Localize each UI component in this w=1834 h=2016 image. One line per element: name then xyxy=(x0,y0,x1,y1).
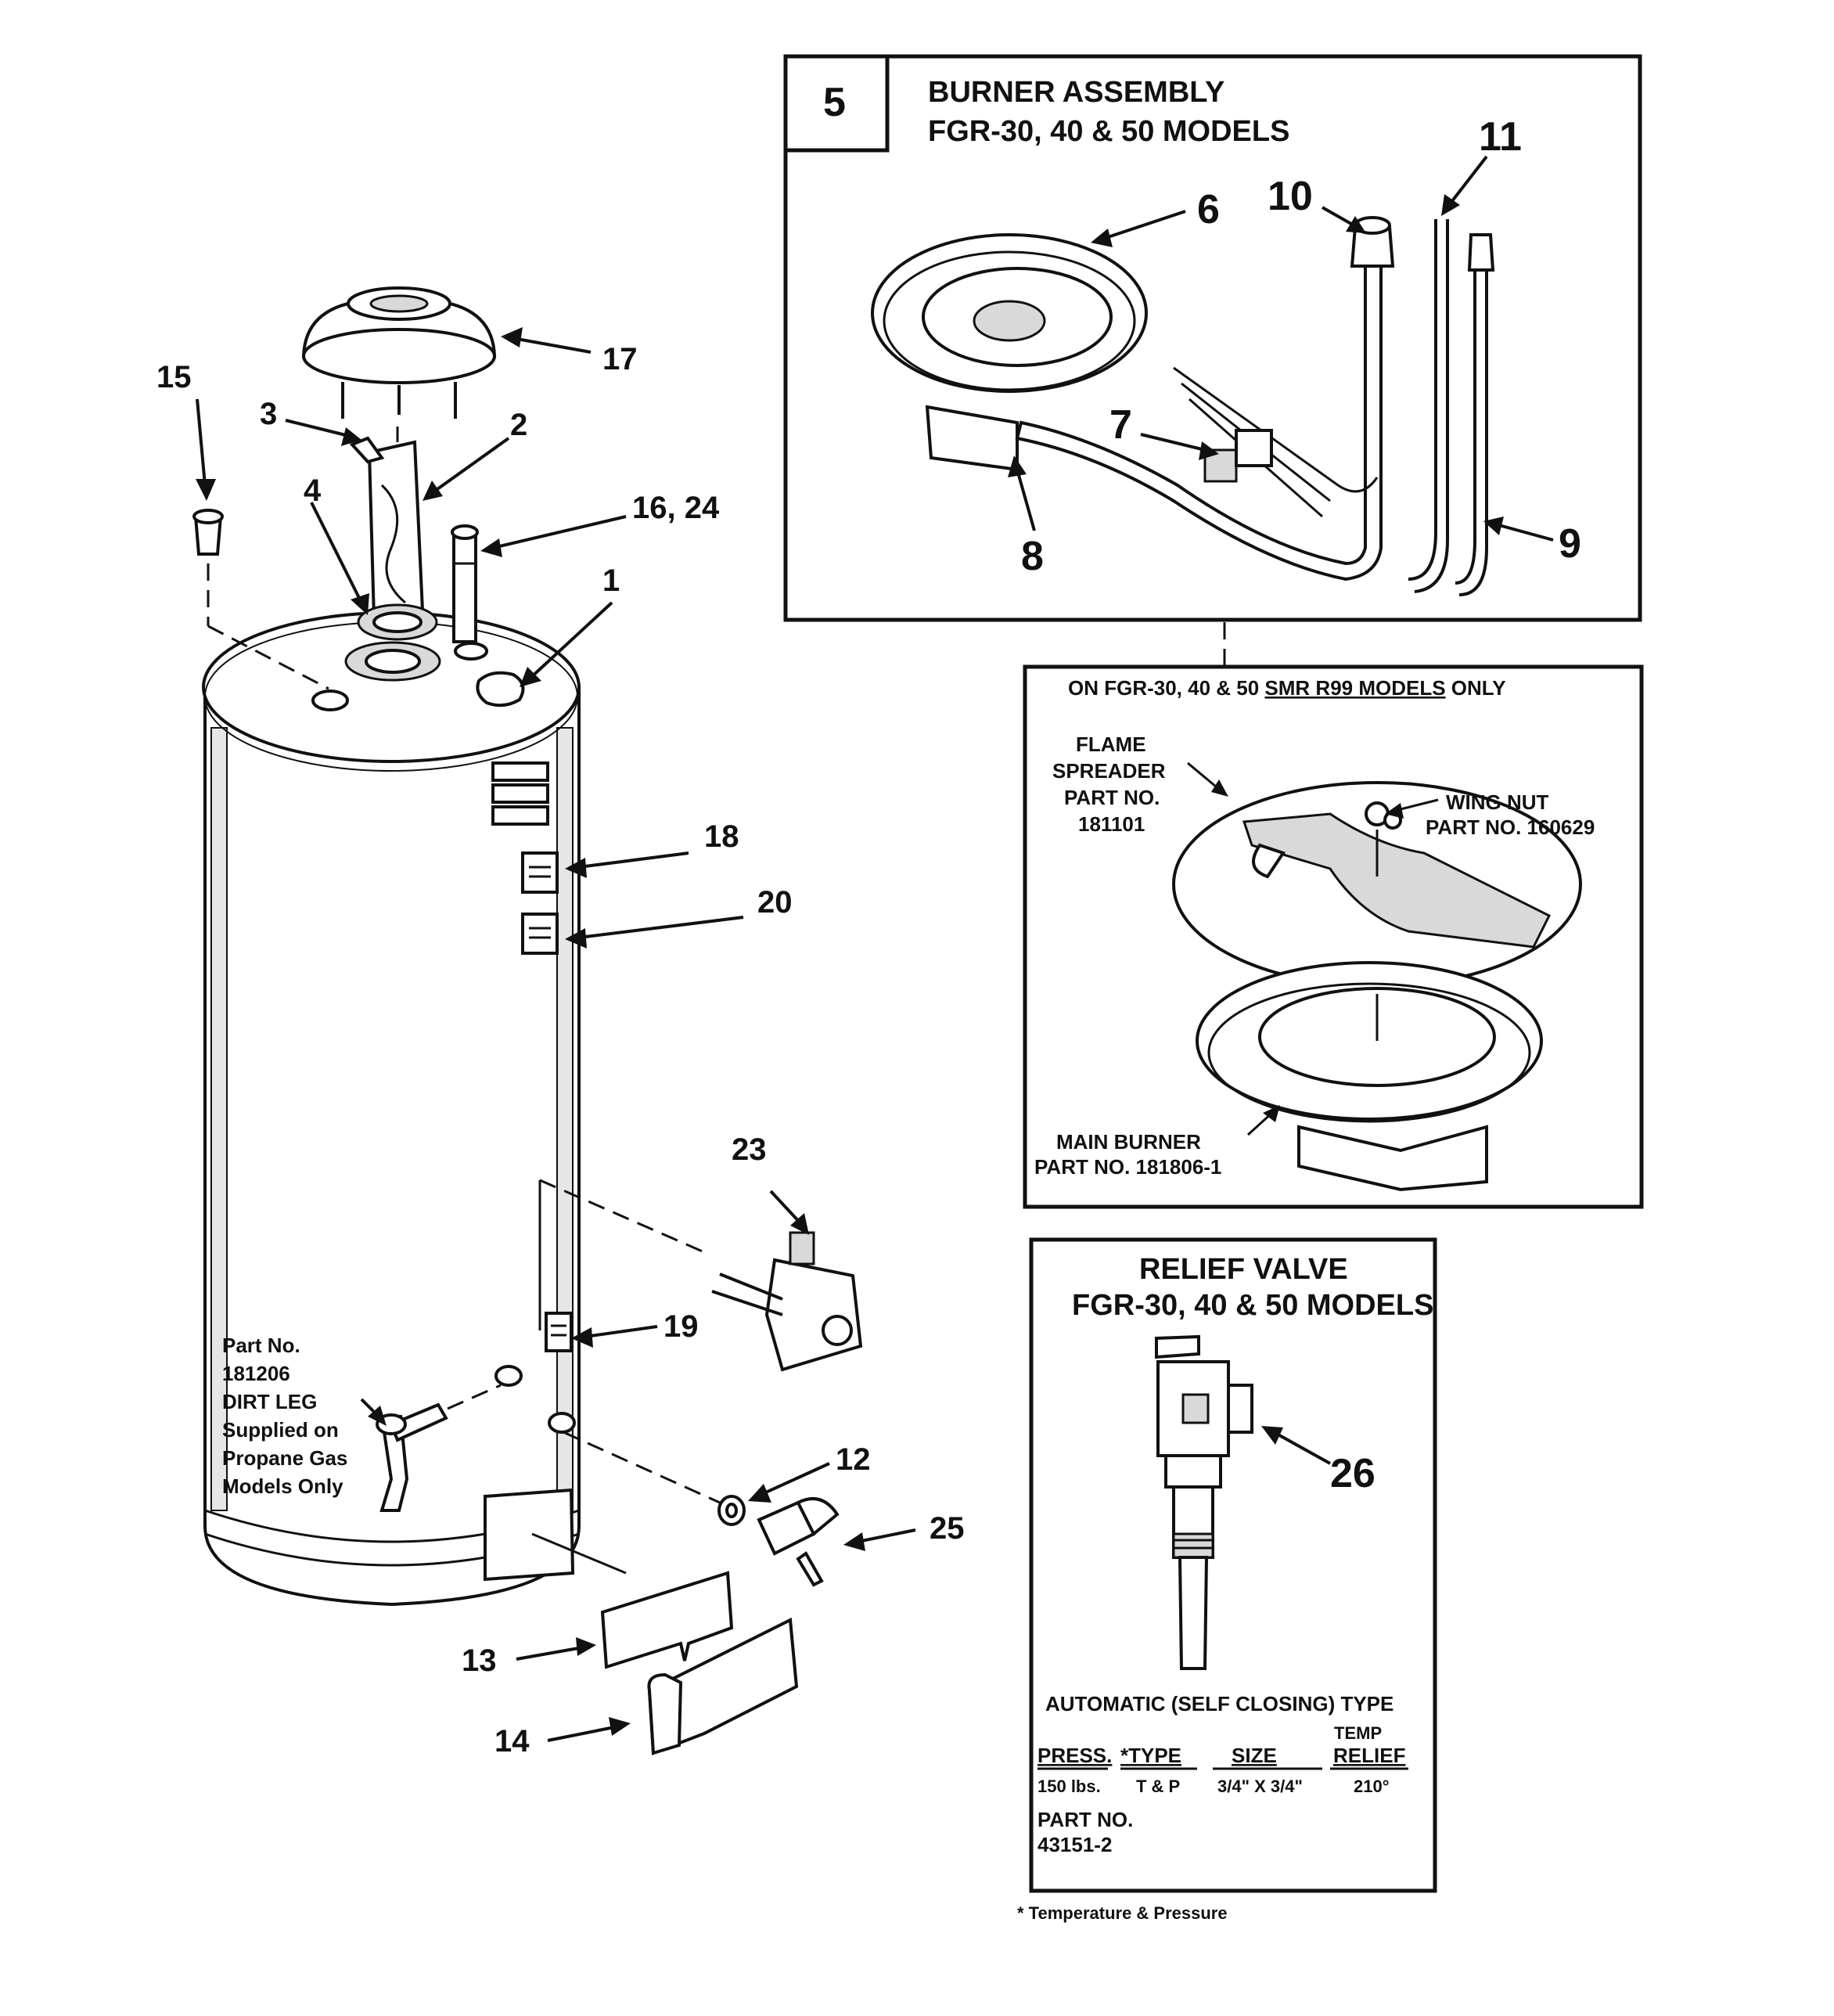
label-26: 26 xyxy=(1330,1451,1376,1496)
label-11: 11 xyxy=(1479,114,1522,160)
label-25: 25 xyxy=(930,1511,965,1546)
flue-baffle-assembly xyxy=(349,427,438,641)
relief-value-temp: 210° xyxy=(1354,1777,1390,1796)
label-23: 23 xyxy=(732,1132,767,1167)
main-leader-arrows xyxy=(196,327,916,1742)
outer-and-inner-doors xyxy=(531,1532,799,1755)
smr-header: ON FGR-30, 40 & 50 SMR R99 MODELS ONLY xyxy=(1068,676,1506,700)
relief-header-relief: RELIEF xyxy=(1333,1744,1405,1767)
relief-footnote: * Temperature & Pressure xyxy=(1017,1903,1228,1923)
relief-valve-box: RELIEF VALVE FGR-30, 40 & 50 MODELS 26 A… xyxy=(1029,1237,1437,1893)
label-4: 4 xyxy=(304,473,322,508)
label-20: 20 xyxy=(757,885,793,920)
drain-valve xyxy=(563,1431,840,1587)
label-9: 9 xyxy=(1559,521,1581,567)
relief-header-press: PRESS. xyxy=(1037,1744,1112,1767)
dirt-leg-note-line: Part No. xyxy=(222,1334,300,1357)
main-burner-line: PART NO. 181806-1 xyxy=(1034,1155,1221,1179)
label-18: 18 xyxy=(704,819,739,854)
relief-value-size: 3/4" X 3/4" xyxy=(1217,1777,1303,1796)
relief-type-line: AUTOMATIC (SELF CLOSING) TYPE xyxy=(1045,1692,1393,1715)
label-14: 14 xyxy=(494,1724,530,1759)
label-12: 12 xyxy=(836,1442,871,1477)
label-3: 3 xyxy=(260,397,277,431)
relief-value-type: T & P xyxy=(1136,1777,1180,1796)
label-10: 10 xyxy=(1268,174,1313,219)
relief-header-size: SIZE xyxy=(1232,1744,1277,1767)
smr-header-underlined: SMR R99 MODELS xyxy=(1264,676,1445,700)
dirt-leg-note-line: Models Only xyxy=(222,1474,343,1498)
flame-spreader-line: PART NO. xyxy=(1064,786,1160,809)
water-heater-tank xyxy=(202,611,581,1607)
main-part-numbers: 17 15 3 2 4 16, 24 1 18 20 23 19 12 25 1… xyxy=(156,342,965,1759)
flame-spreader-line: SPREADER xyxy=(1052,759,1166,783)
smr-header-prefix: ON FGR-30, 40 & 50 xyxy=(1068,676,1264,700)
relief-value-press: 150 lbs. xyxy=(1037,1777,1101,1796)
draft-hood xyxy=(301,286,497,419)
wing-nut-line: WING NUT xyxy=(1446,790,1549,814)
label-2: 2 xyxy=(510,408,527,442)
gas-control-valve xyxy=(538,1179,863,1372)
dirt-leg-note-line: 181206 xyxy=(222,1362,290,1385)
main-burner-line: MAIN BURNER xyxy=(1056,1130,1201,1154)
dirt-leg xyxy=(376,1384,502,1512)
dirt-leg-note-line: DIRT LEG xyxy=(222,1390,317,1413)
label-7: 7 xyxy=(1109,402,1132,448)
label-17: 17 xyxy=(602,342,638,376)
burner-box-subtitle: FGR-30, 40 & 50 MODELS xyxy=(928,115,1289,148)
flame-spreader-line: FLAME xyxy=(1076,733,1146,756)
label-6: 6 xyxy=(1197,187,1220,232)
relief-header-temp: TEMP xyxy=(1334,1723,1382,1743)
dirt-leg-note: Part No. 181206 DIRT LEG Supplied on Pro… xyxy=(222,1334,347,1498)
label-15: 15 xyxy=(156,360,192,394)
label-13: 13 xyxy=(462,1643,497,1678)
section-number: 5 xyxy=(823,80,846,125)
label-8: 8 xyxy=(1021,534,1044,579)
burner-assembly-box: 5 BURNER ASSEMBLY FGR-30, 40 & 50 MODELS xyxy=(783,54,1642,622)
relief-header-type: *TYPE xyxy=(1120,1744,1181,1767)
label-1: 1 xyxy=(602,563,620,598)
smr-models-box: ON FGR-30, 40 & 50 SMR R99 MODELS ONLY F… xyxy=(1023,664,1644,1209)
relief-box-subtitle: FGR-30, 40 & 50 MODELS xyxy=(1072,1289,1433,1322)
relief-part-no-value: 43151-2 xyxy=(1037,1833,1112,1856)
relief-box-title: RELIEF VALVE xyxy=(1139,1253,1348,1286)
label-16-24: 16, 24 xyxy=(632,491,720,525)
smr-header-suffix: ONLY xyxy=(1446,676,1506,700)
dirt-leg-note-line: Propane Gas xyxy=(222,1446,347,1470)
wing-nut-line: PART NO. 160629 xyxy=(1426,815,1595,839)
anode-and-nipples xyxy=(192,509,479,690)
dirt-leg-note-line: Supplied on xyxy=(222,1418,339,1442)
burner-box-title: BURNER ASSEMBLY xyxy=(928,76,1224,109)
flame-spreader-line: 181101 xyxy=(1078,812,1145,836)
label-19: 19 xyxy=(663,1309,699,1344)
relief-part-no-label: PART NO. xyxy=(1037,1808,1133,1831)
